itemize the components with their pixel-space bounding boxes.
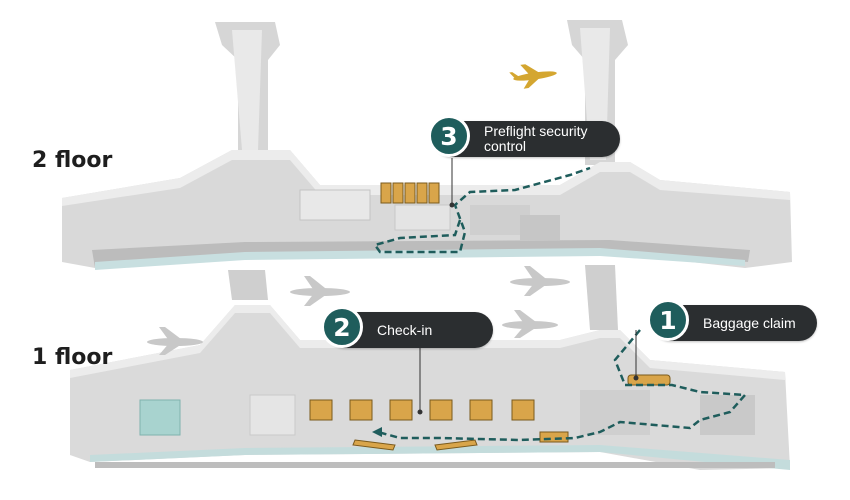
walking-route [372, 166, 748, 442]
check-in-counters [309, 399, 569, 451]
plane-icon [510, 266, 570, 296]
step-marker: 2 [321, 306, 363, 348]
route-arrow-icon [372, 427, 382, 437]
left-pier-lower [228, 270, 268, 300]
step-label: Baggage claim [703, 314, 796, 331]
parked-planes [147, 266, 570, 355]
plane-icon [502, 310, 558, 338]
step-security-control: 3 Preflight security control [428, 115, 620, 157]
plane-icon [147, 327, 203, 355]
floor-label-upper: 2 floor [32, 148, 113, 173]
plane-icon [290, 276, 350, 306]
arrival-plane-icon [509, 64, 557, 89]
upper-floor [62, 20, 792, 270]
lower-floor [70, 265, 790, 470]
security-booths [380, 182, 440, 204]
step-label: Check-in [377, 321, 433, 338]
right-pier-lower [585, 265, 618, 330]
step-baggage-claim: 1 Baggage claim [647, 299, 817, 341]
step-label: Preflight security control [484, 123, 588, 154]
callout-pointers [419, 158, 637, 412]
step-marker: 3 [428, 115, 470, 157]
step-marker: 1 [647, 299, 689, 341]
step-check-in: 2 Check-in [321, 306, 493, 348]
floor-label-lower: 1 floor [32, 345, 113, 370]
